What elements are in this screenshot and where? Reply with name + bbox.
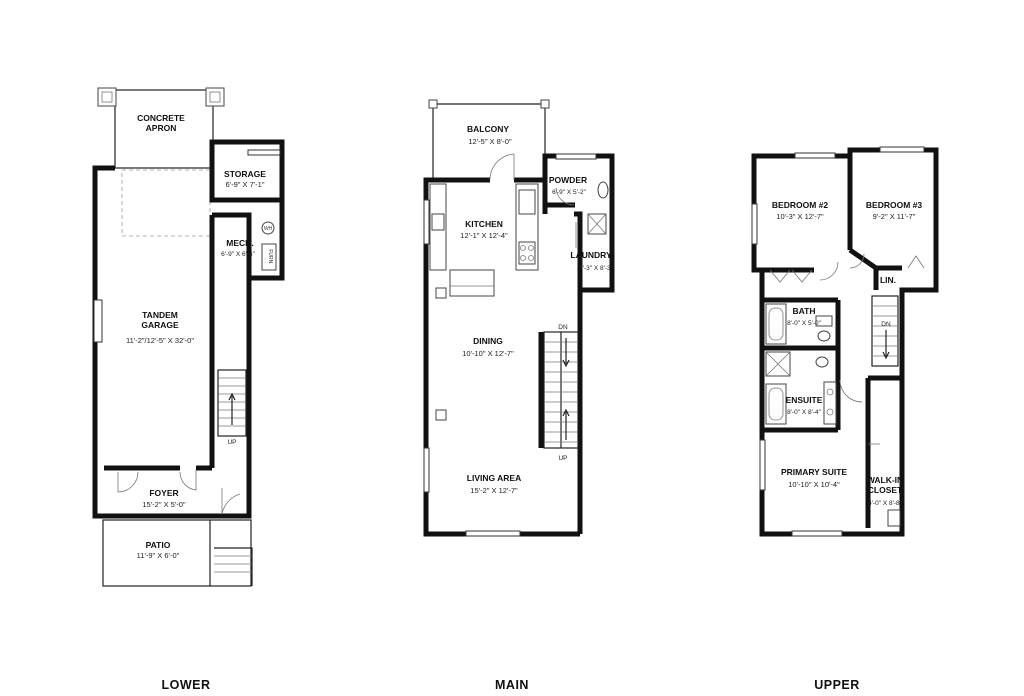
foyer-closet-door: [117, 471, 139, 493]
balcony-door: [489, 153, 515, 181]
balcony-outline: [432, 103, 546, 178]
bath-toilet: [817, 330, 831, 342]
room-dims: 15'-2" X 12'-7": [470, 486, 518, 495]
room-dims: 15'-2" X 5'-0": [142, 500, 186, 509]
upper-floor-plan: BEDROOM #2 10'-3" X 12'-7" BEDROOM #3 9'…: [751, 146, 939, 692]
apron-pillar-right: [205, 87, 225, 107]
room-name: STORAGE: [224, 169, 266, 179]
upper-stairs: [871, 295, 899, 367]
room-name: TANDEM: [142, 310, 178, 320]
kitchen-sink: [431, 213, 445, 231]
main-floor-plan: BALCONY 12'-5" X 8'-0" POWDER 6'-9" X 5'…: [423, 99, 615, 692]
main-exterior-wall-east: [542, 153, 615, 534]
garage-door-swing: [121, 169, 211, 237]
room-dims: 8'-0" X 8'-4": [787, 409, 822, 416]
floor-label: LOWER: [161, 678, 210, 692]
fixture-label: FURN.: [267, 249, 273, 264]
lower-stairs: [217, 369, 247, 437]
room-name: FOYER: [149, 488, 178, 498]
room-dims: 6'-9" X 6'-4": [221, 251, 256, 258]
room-name: BALCONY: [467, 124, 509, 134]
room-dims: 4'-0" X 8'-8": [868, 500, 903, 507]
kitchen-counters: [429, 183, 539, 297]
cooktop: [518, 241, 536, 265]
main-stairs: [538, 331, 579, 449]
powder-toilet: [597, 181, 609, 199]
floor-label: MAIN: [495, 678, 529, 692]
furnace: [261, 243, 277, 271]
room-name: LIVING AREA: [467, 473, 521, 483]
patio-outline: [102, 519, 252, 587]
floor-label: UPPER: [814, 678, 860, 692]
room-name: POWDER: [549, 175, 587, 185]
stair-label: DN: [881, 321, 891, 328]
room-dims: 10'-3" X 12'-7": [776, 212, 824, 221]
room-dims: 10'-10" X 10'-4": [788, 480, 840, 489]
stair-label: DN: [558, 324, 568, 331]
room-name: CLOSET: [868, 485, 903, 495]
stair-label: UP: [227, 439, 236, 446]
room-name: GARAGE: [141, 320, 179, 330]
refrigerator: [518, 189, 536, 215]
room-dims: 12'-5" X 8'-0": [468, 137, 512, 146]
room-name: PRIMARY SUITE: [781, 467, 847, 477]
room-dims: 6'-9" X 7'-1": [225, 180, 264, 189]
room-dims: 10'-10" X 12'-7": [462, 349, 514, 358]
lower-floor-plan: CONCRETE APRON STORAGE 6'-9" X 7'-1" MEC…: [92, 87, 285, 692]
garage-window: [93, 299, 103, 343]
ensuite-vanity: [823, 381, 837, 425]
room-name: MECH.: [226, 238, 253, 248]
kitchen-island: [449, 269, 495, 297]
room-name: KITCHEN: [465, 219, 503, 229]
room-name: ENSUITE: [786, 395, 823, 405]
stair-label: UP: [558, 455, 567, 462]
mech-wall: [212, 212, 252, 278]
room-name: LAUNDRY: [570, 250, 612, 260]
fixture-label: WH: [264, 226, 273, 232]
room-name: APRON: [146, 123, 177, 133]
room-name: DINING: [473, 336, 503, 346]
ensuite-tub: [765, 383, 787, 425]
room-dims: 8'-0" X 5'-0": [787, 320, 822, 327]
room-name: BEDROOM #2: [772, 200, 828, 210]
apron-outline: [114, 89, 214, 169]
room-dims: 11'-2"/12'-5" X 32'-0": [126, 336, 194, 345]
room-name: BEDROOM #3: [866, 200, 922, 210]
bath-tub: [765, 303, 787, 345]
room-name: WALK-IN: [867, 475, 903, 485]
room-dims: 11'-9" X 6'-0": [137, 551, 180, 560]
room-name: BATH: [793, 306, 816, 316]
room-dims: 6'-9" X 5'-2": [552, 189, 587, 196]
room-dims: 9'-2" X 11'-7": [873, 212, 916, 221]
room-dims: 12'-1" X 12'-4": [460, 231, 508, 240]
room-name: CONCRETE: [137, 113, 185, 123]
water-heater: [261, 221, 275, 235]
room-name: PATIO: [146, 540, 171, 550]
room-name: LIN.: [880, 275, 896, 285]
storage-wall: [209, 168, 282, 203]
laundry-wall: [574, 211, 583, 290]
room-dims: 3'-3" X 8'-3": [579, 265, 614, 272]
apron-pillar-left: [97, 87, 117, 107]
